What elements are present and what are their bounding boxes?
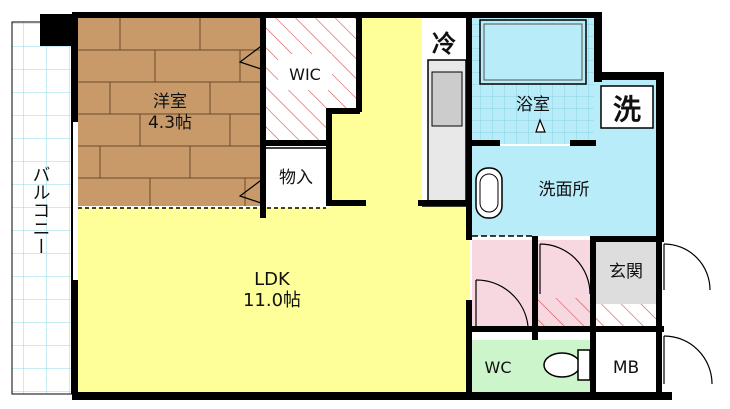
ldk-area	[78, 18, 470, 394]
entrance-hall	[472, 240, 660, 330]
walk-in-closet	[266, 18, 358, 140]
fridge-symbol: 冷	[432, 30, 456, 58]
kitchen-counter	[427, 59, 467, 205]
washroom-label: 洗面所	[539, 180, 590, 200]
ldk-area-label: 11.0帖	[243, 290, 301, 311]
storage-label: 物入	[279, 168, 313, 188]
fridge-box	[424, 24, 464, 58]
ldk-name: LDK	[254, 269, 291, 290]
western-room-area: 4.3帖	[148, 113, 192, 133]
doors	[238, 43, 713, 385]
balcony-label: バルコニー	[30, 165, 51, 255]
partitions	[78, 147, 532, 237]
wc-label: WC	[485, 358, 512, 377]
western-room	[40, 14, 264, 206]
entrance-label: 玄関	[609, 262, 643, 282]
storage-closet	[266, 148, 326, 206]
walls	[72, 12, 672, 400]
meter-box	[600, 340, 656, 394]
bath-label: 浴室	[516, 95, 550, 115]
washroom	[470, 78, 660, 236]
toilet-room	[472, 340, 596, 394]
bathroom	[472, 16, 594, 144]
wic-label: WIC	[289, 65, 321, 84]
washer-symbol: 洗	[613, 93, 641, 126]
western-room-name: 洋室	[153, 92, 187, 112]
mb-label: MB	[613, 358, 639, 378]
